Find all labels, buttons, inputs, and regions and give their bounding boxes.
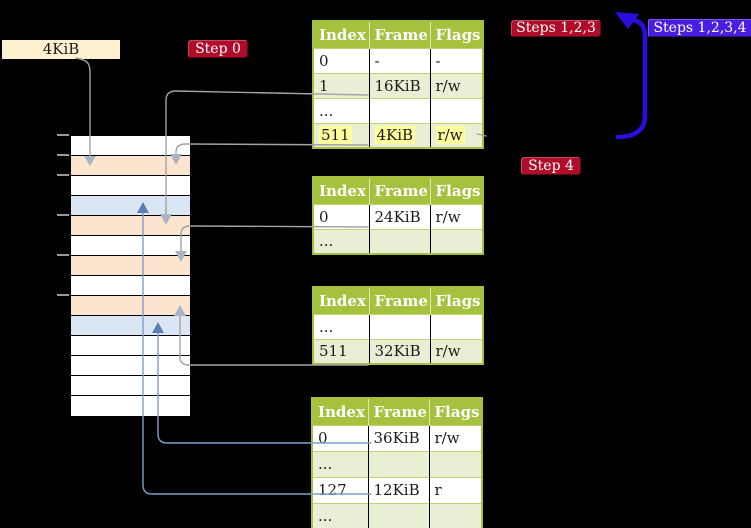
table-row: 511 4KiB r/w [313,122,483,148]
memory-frame-8 [71,296,190,316]
table-cell [368,502,430,528]
highlighted-cell-text: 511 [319,126,352,145]
table-cell: 4KiB [369,122,431,148]
table-row: ... [313,313,483,339]
column-header: Index [313,177,370,204]
table-cell: 511 [313,338,370,364]
frame-size-label: 4KiB [2,40,120,59]
table-cell [429,502,482,528]
highlighted-cell-text: 4KiB [374,126,416,145]
table-cell [430,97,483,123]
column-header: Flags [430,21,483,48]
memory-frame-3 [71,196,190,216]
table-cell [430,228,483,254]
table-cell: ... [312,450,369,477]
table-cell: 24KiB [369,203,431,229]
memory-frame-6 [71,256,190,276]
table-cell: 12KiB [368,476,430,503]
table-cell: - [369,47,431,73]
table-row: ... [312,502,482,528]
table-cell: 1 [313,72,370,98]
table-cell: 0 [312,424,369,451]
column-header: Frame [369,287,431,314]
table-cell [430,313,483,339]
table-row: ... [312,450,482,477]
memory-tick [57,154,69,156]
table-row: ... [313,228,483,254]
table-cell: r/w [430,203,483,229]
table-cell: ... [313,97,370,123]
column-header: Frame [369,177,431,204]
table-row: ... [313,97,483,123]
memory-tick [57,214,69,216]
memory-strip [70,135,192,417]
memory-frame-2 [71,176,190,196]
memory-frame-10 [71,336,190,356]
badge-step-0: Step 0 [188,40,248,58]
memory-frame-11 [71,356,190,376]
column-header: Index [313,21,370,48]
memory-frame-13 [71,396,190,415]
table-row: 0-- [313,47,483,73]
table-cell: r/w [430,338,483,364]
table-cell [369,97,431,123]
memory-frame-4 [71,216,190,236]
table-cell: r/w [430,122,483,148]
column-header: Flags [429,398,482,425]
table-cell [369,228,431,254]
table-cell: r/w [430,72,483,98]
table-cell: 16KiB [369,72,431,98]
badge-steps-1-2-3-4: Steps 1,2,3,4 [648,19,751,37]
column-header: Frame [369,21,431,48]
memory-frame-1 [71,156,190,176]
column-header: Index [312,398,369,425]
memory-frame-9 [71,316,190,336]
table-cell: 32KiB [369,338,431,364]
highlighted-cell-text: r/w [435,126,465,145]
badge-step-4: Step 4 [521,157,581,175]
memory-tick [57,174,69,176]
memory-frame-7 [71,276,190,296]
table-cell: - [430,47,483,73]
table-cell: 0 [313,47,370,73]
table-cell [369,313,431,339]
column-header: Flags [430,177,483,204]
memory-tick [57,254,69,256]
memory-tick [57,134,69,136]
table-cell: 511 [313,122,370,148]
table-cell: r [429,476,482,503]
table-cell: ... [312,502,369,528]
table-cell: 36KiB [368,424,430,451]
table-cell [368,450,430,477]
table-cell: 127 [312,476,369,503]
table-cell: ... [313,313,370,339]
replay-loop-arrow [615,12,648,140]
column-header: Flags [430,287,483,314]
badge-steps-1-2-3: Steps 1,2,3 [511,20,601,37]
table-cell: 0 [313,203,370,229]
table-cell [429,450,482,477]
memory-tick [57,294,69,296]
memory-frame-0 [71,136,190,156]
memory-frame-12 [71,376,190,396]
column-header: Index [313,287,370,314]
column-header: Frame [368,398,430,425]
table-cell: ... [313,228,370,254]
memory-frame-5 [71,236,190,256]
table-cell: r/w [429,424,482,451]
